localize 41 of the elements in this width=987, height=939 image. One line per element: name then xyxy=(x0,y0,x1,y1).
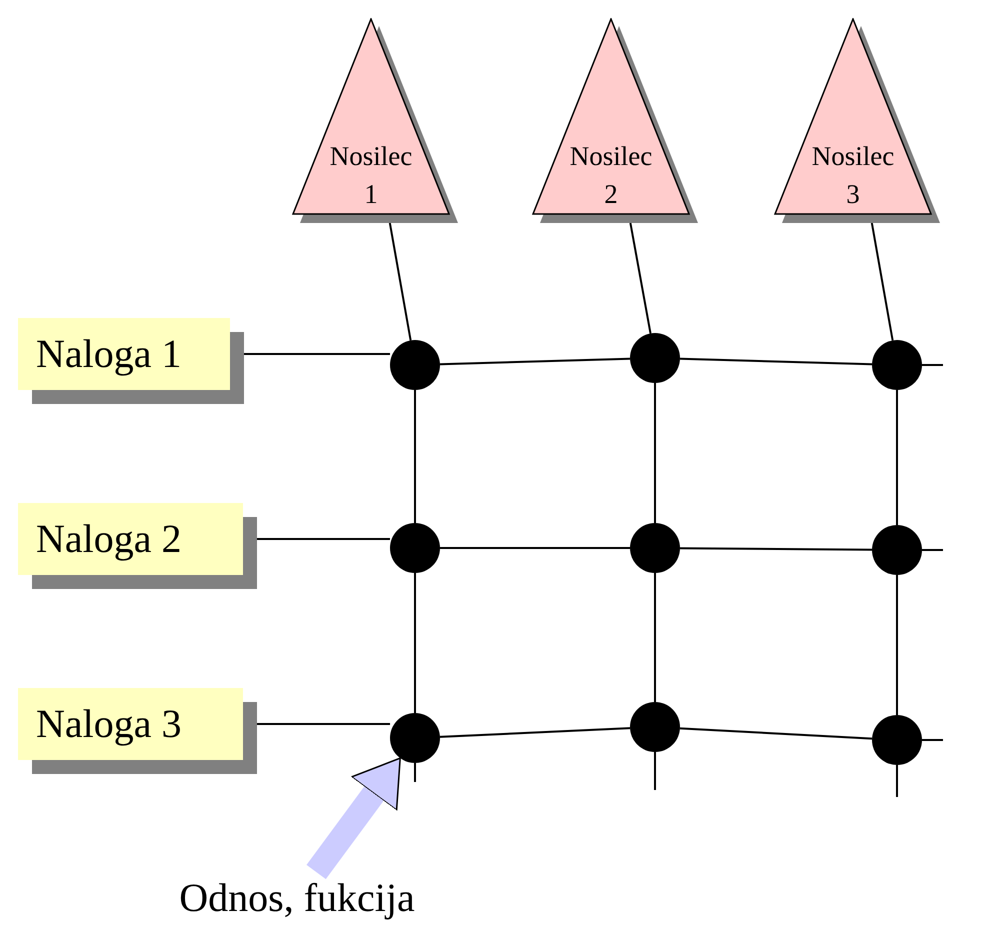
block-arrow xyxy=(306,757,401,880)
connector-line xyxy=(257,538,390,540)
connector-line xyxy=(414,390,416,523)
junction-dot xyxy=(872,715,922,765)
connector-line xyxy=(440,547,630,549)
triangle-label: Nosilec 2 xyxy=(568,140,654,211)
triangle-label: Nosilec 1 xyxy=(328,140,414,211)
connector-line xyxy=(680,727,872,740)
connector-line xyxy=(922,739,943,741)
connector-line xyxy=(440,358,630,366)
task-box: Naloga 3 xyxy=(18,688,243,760)
junction-dot xyxy=(390,523,440,573)
connector-line xyxy=(896,390,898,525)
connector-line xyxy=(257,723,390,725)
connector-line xyxy=(654,752,656,790)
connector-line xyxy=(922,549,943,551)
task-box: Naloga 1 xyxy=(18,318,230,390)
junction-dot xyxy=(872,525,922,575)
junction-dot xyxy=(630,523,680,573)
connector-line xyxy=(440,727,630,738)
connector-line xyxy=(244,353,390,355)
junction-dot xyxy=(630,702,680,752)
connector-line xyxy=(629,222,652,334)
junction-dot xyxy=(630,333,680,383)
connector-line xyxy=(680,358,872,366)
connector-line xyxy=(388,222,412,341)
junction-dot xyxy=(390,340,440,390)
connector-line xyxy=(680,547,872,551)
connector-line xyxy=(414,763,416,782)
connector-line xyxy=(922,364,943,366)
connector-line xyxy=(414,573,416,713)
connector-line xyxy=(896,765,898,797)
junction-dot xyxy=(390,713,440,763)
connector-line xyxy=(654,573,656,702)
connector-line xyxy=(870,222,894,341)
connector-line xyxy=(654,383,656,523)
triangle-label: Nosilec 3 xyxy=(810,140,896,211)
connector-line xyxy=(896,575,898,715)
task-box: Naloga 2 xyxy=(18,503,243,575)
relation-label: Odnos, fukcija xyxy=(172,872,422,924)
junction-dot xyxy=(872,340,922,390)
